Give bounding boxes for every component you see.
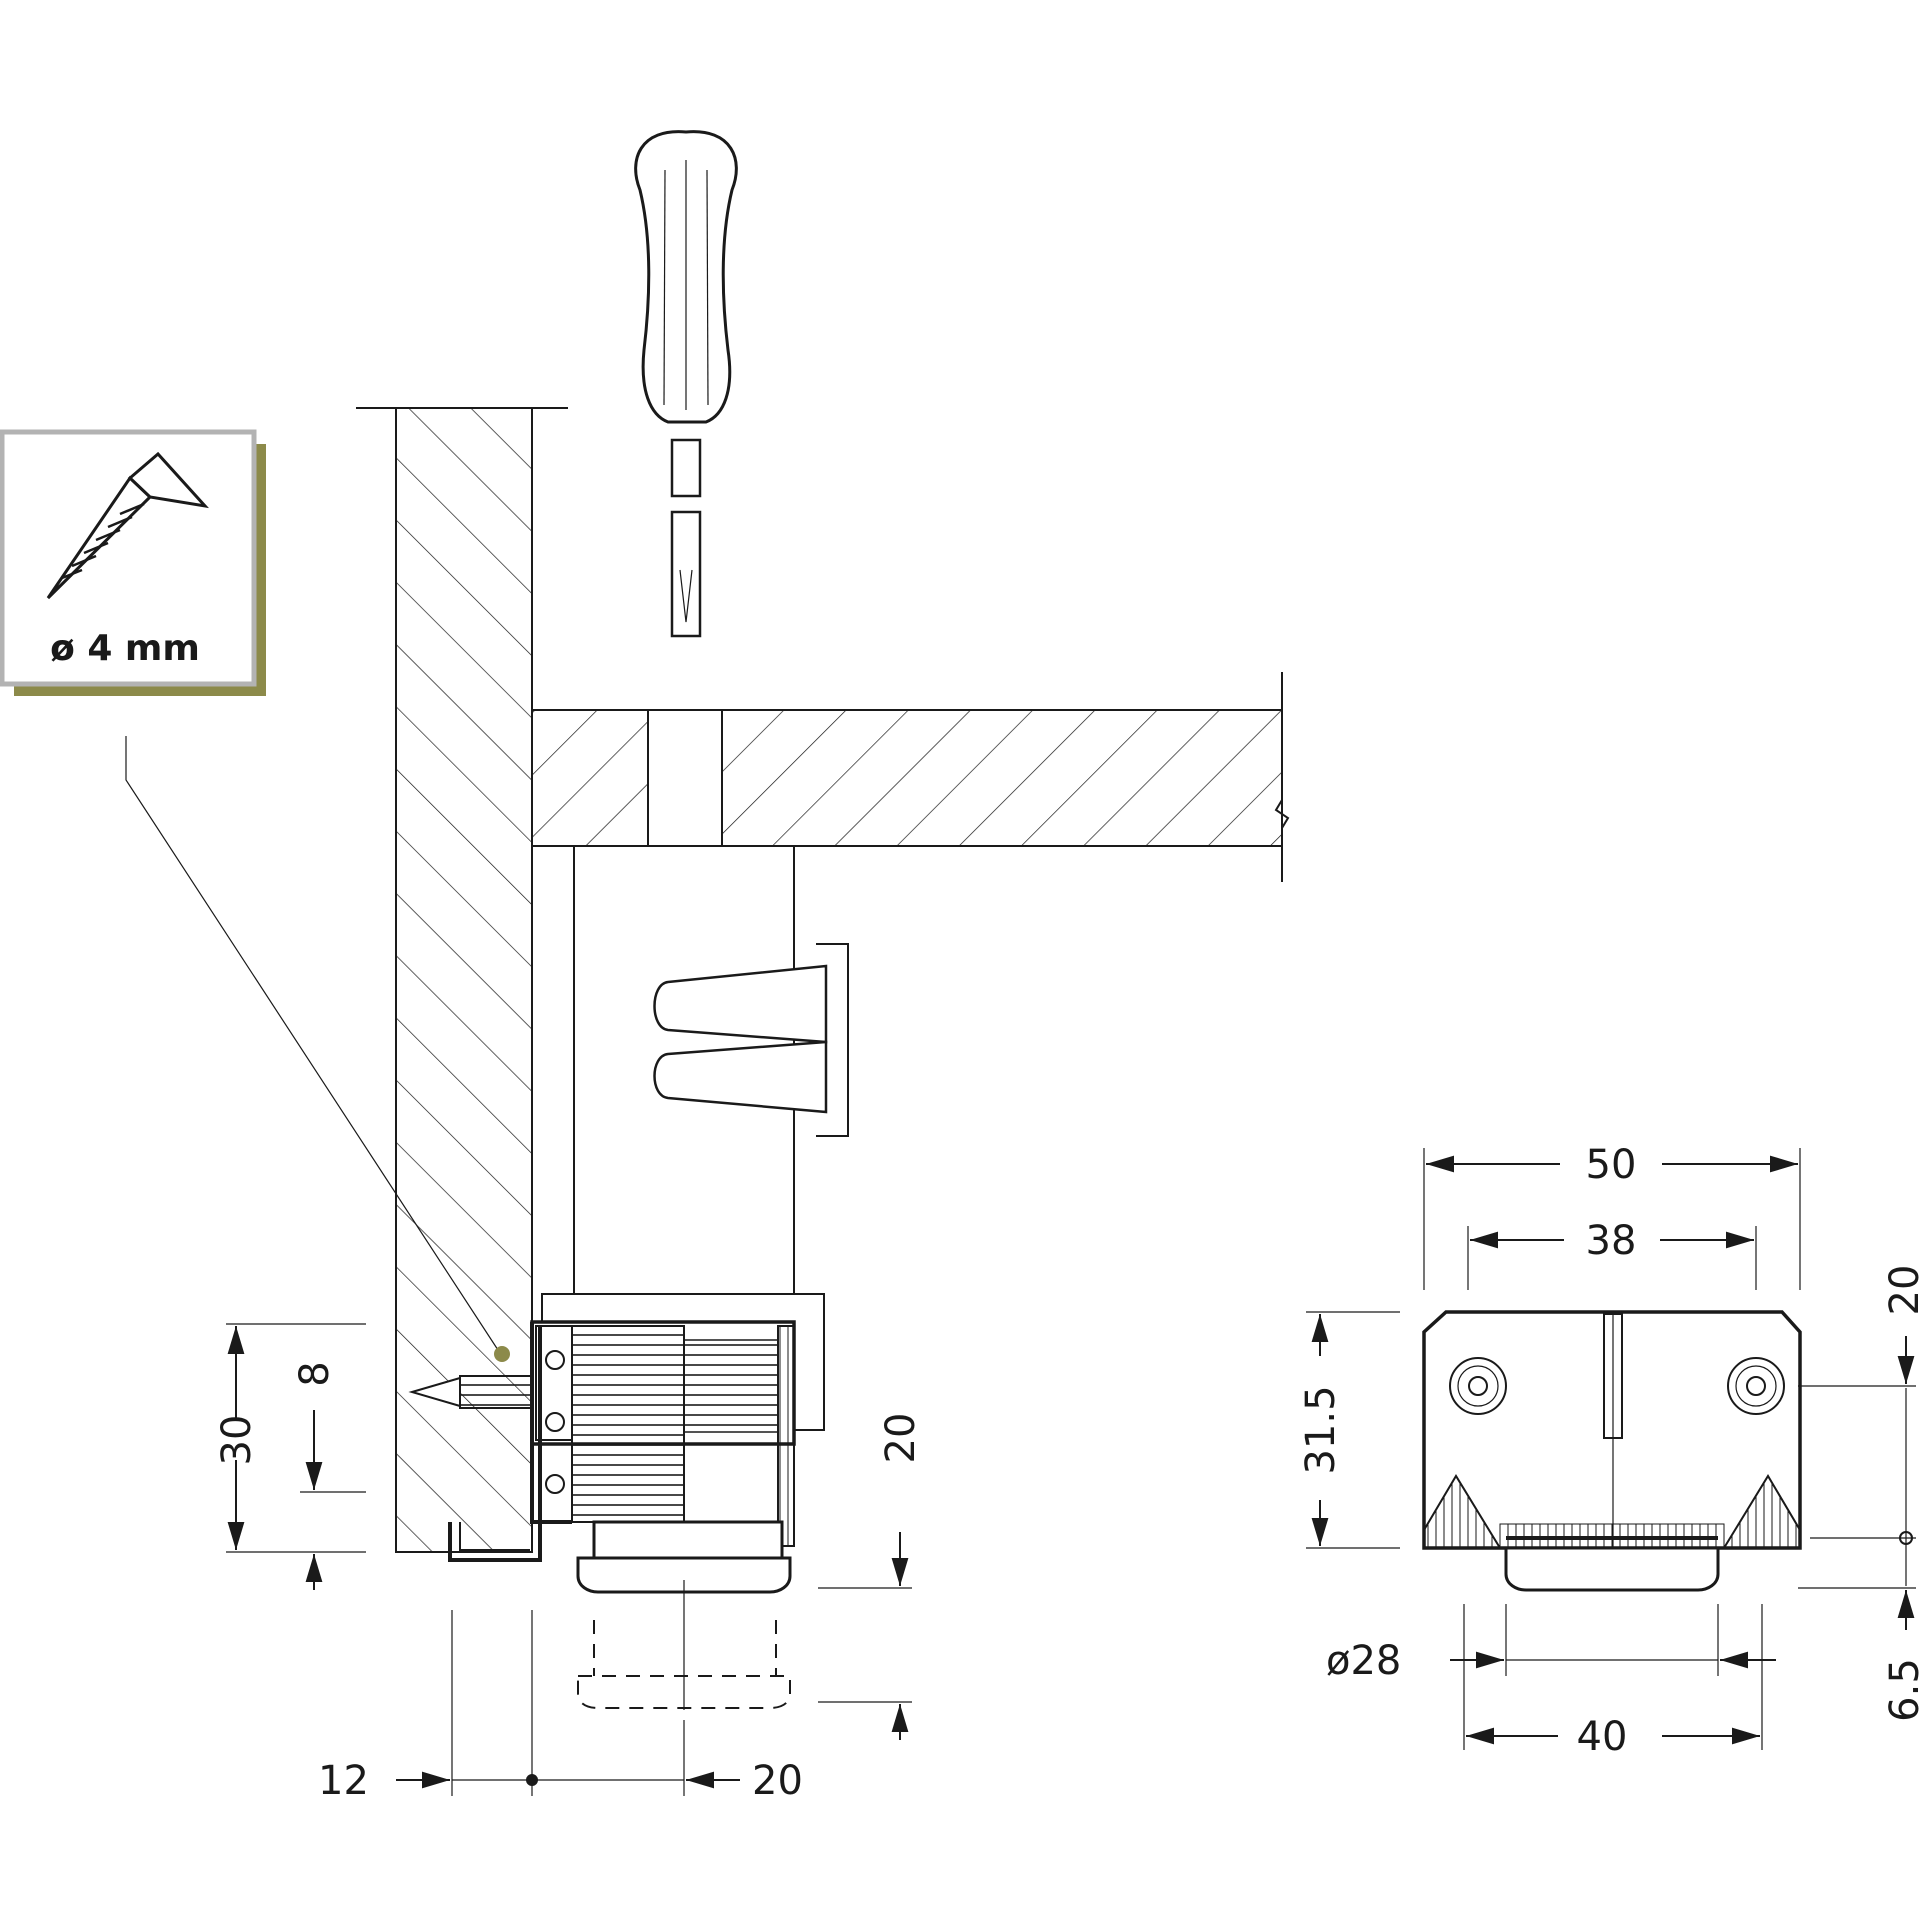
offset-left-label: 12 bbox=[318, 1758, 369, 1804]
height-screw-label: 8 bbox=[292, 1361, 338, 1386]
adjust-range-label: 20 bbox=[878, 1413, 924, 1464]
dimension-offsets: 12 20 bbox=[318, 1610, 803, 1804]
dimension-adjust-range: 20 bbox=[818, 1413, 924, 1740]
leveling-foot-front bbox=[1422, 1310, 1802, 1592]
base-width-label: 40 bbox=[1577, 1714, 1628, 1760]
dimension-height-front: 31.5 bbox=[1298, 1311, 1400, 1549]
dimension-height-total: 30 bbox=[214, 1323, 366, 1553]
height-front-label: 31.5 bbox=[1298, 1385, 1344, 1474]
screwdriver-icon bbox=[634, 130, 738, 638]
top-to-holes-label: 20 bbox=[1882, 1265, 1920, 1316]
badge-leader-line bbox=[125, 736, 499, 1351]
leveling-foot-side bbox=[530, 1293, 825, 1710]
mounting-screw bbox=[408, 1375, 533, 1409]
wood-screw-icon bbox=[46, 451, 209, 600]
dimension-height-screw: 8 bbox=[292, 1361, 366, 1590]
cabinet-side-panel bbox=[356, 407, 568, 1553]
cabinet-top-panel bbox=[531, 672, 1290, 882]
mounting-bracket bbox=[448, 1326, 542, 1562]
dimension-right-stack: 20 6.5 bbox=[1798, 1265, 1920, 1722]
offset-right-label: 20 bbox=[752, 1758, 803, 1804]
badge-frame bbox=[0, 429, 257, 687]
dimension-foot-diameter: ø28 bbox=[1326, 1604, 1776, 1684]
width-total-label: 50 bbox=[1586, 1142, 1637, 1188]
foot-diameter-label: ø28 bbox=[1326, 1638, 1401, 1684]
height-total-label: 30 bbox=[214, 1415, 260, 1466]
dimension-base-width: 40 bbox=[1463, 1604, 1763, 1760]
screw-size-badge: ø 4 mm bbox=[0, 429, 266, 696]
dimension-hole-spacing: 38 bbox=[1467, 1218, 1757, 1290]
screw-diameter-label: ø 4 mm bbox=[50, 628, 200, 669]
plinth-clip bbox=[653, 943, 849, 1137]
dimension-width-total: 50 bbox=[1423, 1142, 1801, 1290]
hole-spacing-label: 38 bbox=[1586, 1218, 1637, 1264]
foot-height-label: 6.5 bbox=[1882, 1658, 1920, 1722]
